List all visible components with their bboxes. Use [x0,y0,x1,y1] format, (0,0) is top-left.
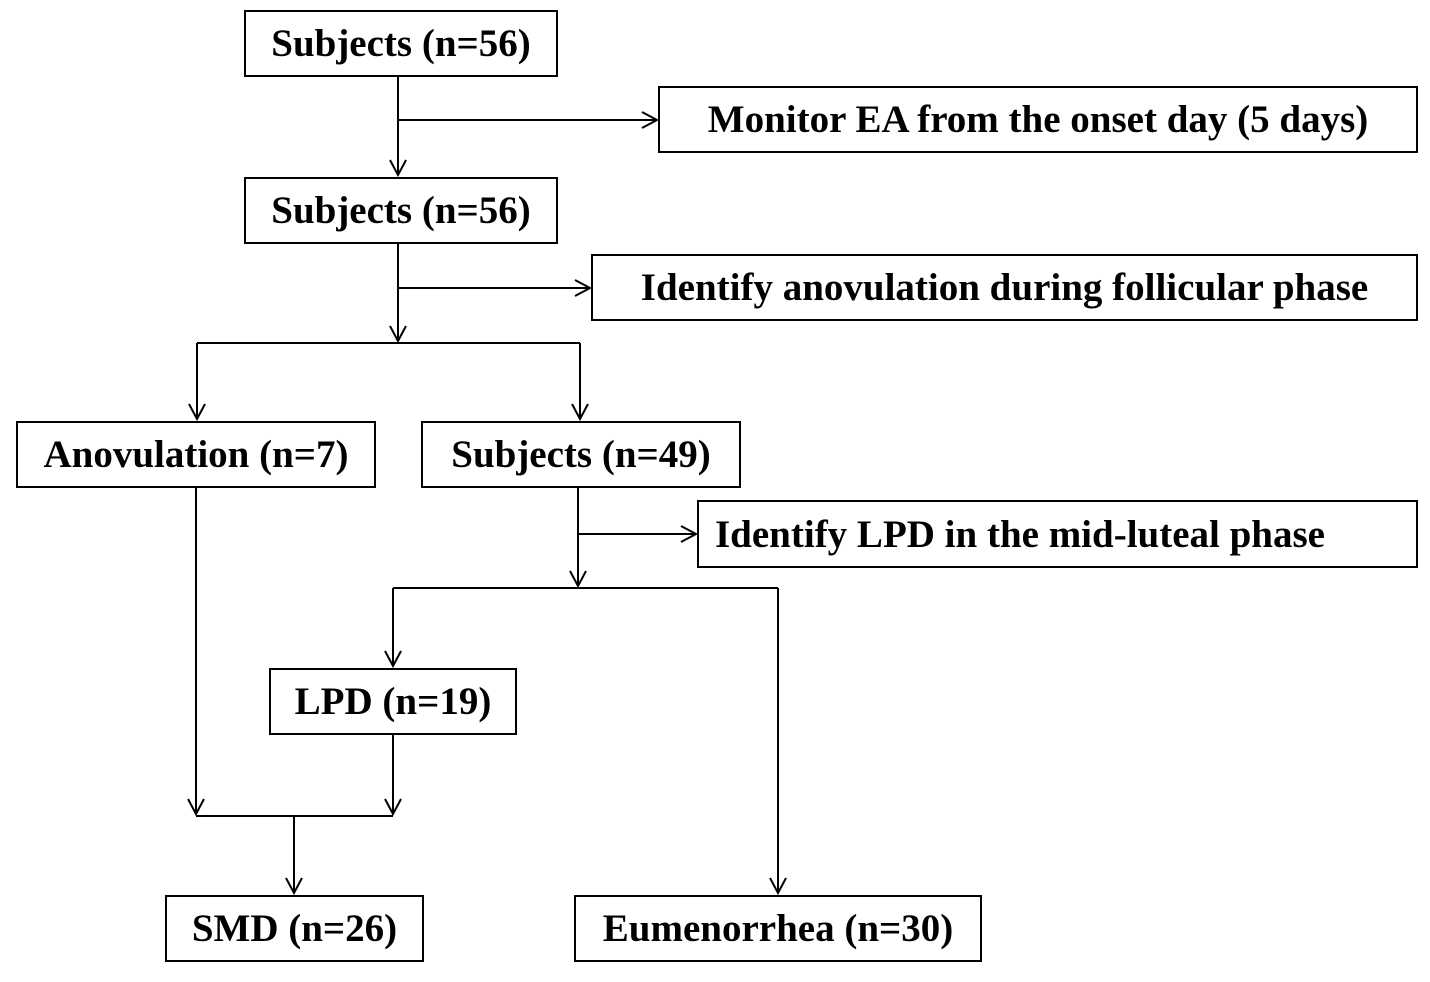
lpd-label: LPD (n=19) [294,680,492,723]
monitor-ea-label: Monitor EA from the onset day (5 days) [707,98,1369,141]
identify-anovulation-box: Identify anovulation during follicular p… [591,254,1418,321]
arrowhead-eumenorrhea [769,877,787,896]
arrowhead-lpd [384,650,402,669]
monitor-ea-box: Monitor EA from the onset day (5 days) [658,86,1418,153]
smd-box: SMD (n=26) [165,895,424,962]
anovulation-box: Anovulation (n=7) [16,421,376,488]
eumenorrhea-box: Eumenorrhea (n=30) [574,895,982,962]
arrowhead-subjects3-split [569,570,587,589]
arrowhead-identify-lpd [680,525,699,543]
arrowhead-monitor-ea [641,111,660,129]
identify-anovulation-label: Identify anovulation during follicular p… [640,266,1369,309]
subjects-initial-label: Subjects (n=56) [271,22,531,65]
arrowhead-anovulation-merge [187,798,205,817]
subjects-ovulatory-label: Subjects (n=49) [451,433,711,476]
arrowhead-subjects3 [571,403,589,422]
lpd-box: LPD (n=19) [269,668,517,735]
subjects-ovulatory-box: Subjects (n=49) [421,421,741,488]
arrowhead-identify-anovulation [574,279,593,297]
identify-lpd-box: Identify LPD in the mid-luteal phase [697,500,1418,568]
arrowhead-lpd-merge [384,798,402,817]
subjects-initial-box: Subjects (n=56) [244,10,558,77]
arrowhead-anovulation [188,403,206,422]
anovulation-label: Anovulation (n=7) [43,433,349,476]
arrowhead-smd [285,877,303,896]
eumenorrhea-label: Eumenorrhea (n=30) [602,907,954,950]
arrowhead-subjects2 [389,159,407,178]
arrowhead-subjects2-split [389,325,407,344]
smd-label: SMD (n=26) [191,907,398,950]
subjects-monitored-label: Subjects (n=56) [271,189,531,232]
identify-lpd-label: Identify LPD in the mid-luteal phase [715,512,1325,556]
subjects-monitored-box: Subjects (n=56) [244,177,558,244]
